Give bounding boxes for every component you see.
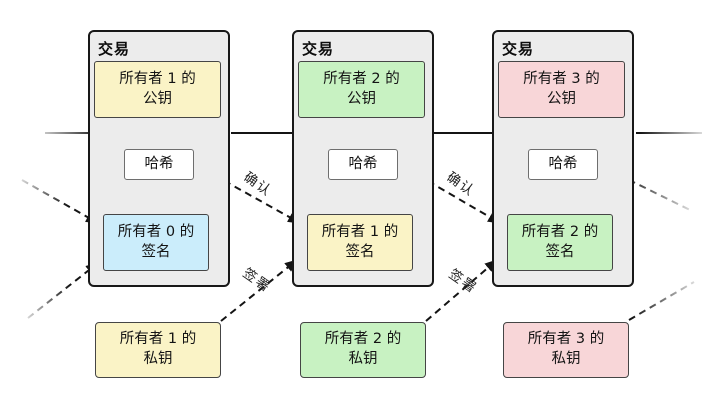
verify-label-1: 确认 (240, 169, 276, 201)
incoming-verify-arrow (21, 179, 99, 224)
private-key-box-3: 所有者 3 的私钥 (503, 322, 629, 378)
public-key-3-label: 所有者 3 的公钥 (523, 70, 600, 107)
verify-label-2: 确认 (443, 169, 479, 201)
signature-box-2: 所有者 1 的签名 (307, 214, 413, 271)
private-key-3-label: 所有者 3 的私钥 (527, 331, 605, 367)
public-key-2-label: 所有者 2 的公钥 (323, 70, 400, 107)
hash-box-2: 哈希 (328, 149, 398, 180)
public-key-box-2: 所有者 2 的公钥 (298, 61, 425, 118)
public-key-box-1: 所有者 1 的公钥 (94, 61, 221, 118)
sign-label-1: 签署 (239, 265, 275, 297)
signature-box-1: 所有者 0 的签名 (103, 214, 209, 271)
private-key-1-label: 所有者 1 的私钥 (119, 331, 197, 367)
transaction-3-title: 交易 (502, 40, 535, 58)
transaction-1-title: 交易 (98, 40, 131, 58)
sign-dashed-arrow-3 (628, 281, 695, 321)
transaction-box-1: 交易 所有者 1 的公钥 哈希 所有者 0 的签名 (88, 30, 230, 287)
signature-2-label: 所有者 1 的签名 (321, 223, 399, 260)
hash-box-1: 哈希 (124, 149, 194, 180)
transaction-2-title: 交易 (302, 40, 335, 58)
signature-1-label: 所有者 0 的签名 (117, 223, 195, 260)
signature-box-3: 所有者 2 的签名 (507, 214, 613, 271)
hash-box-3: 哈希 (528, 149, 598, 180)
public-key-box-3: 所有者 3 的公钥 (498, 61, 625, 118)
signature-3-label: 所有者 2 的签名 (521, 223, 599, 260)
sign-label-2: 签署 (445, 266, 481, 298)
private-key-box-2: 所有者 2 的私钥 (300, 322, 426, 378)
private-key-2-label: 所有者 2 的私钥 (324, 331, 402, 367)
transaction-box-3: 交易 所有者 3 的公钥 哈希 所有者 2 的签名 (492, 30, 634, 287)
transaction-box-2: 交易 所有者 2 的公钥 哈希 所有者 1 的签名 (292, 30, 434, 287)
public-key-1-label: 所有者 1 的公钥 (119, 70, 196, 107)
private-key-box-1: 所有者 1 的私钥 (95, 322, 221, 378)
